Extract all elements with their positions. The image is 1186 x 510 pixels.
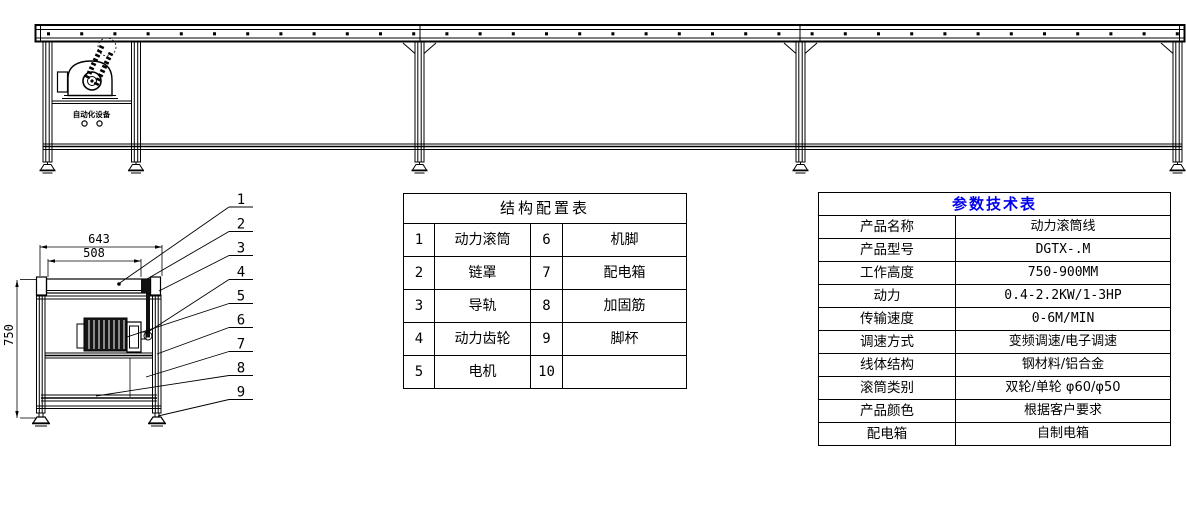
config-cell-name: 脚杯 — [610, 331, 639, 347]
table-row: 2 链罩 7 配电箱 — [404, 257, 686, 290]
config-table: 结构配置表 1 动力滚筒 6 机脚 2 链罩 7 配电箱 3 导轨 8 加固筋 … — [403, 193, 687, 389]
param-row-value: DGTX-.M — [1035, 242, 1091, 257]
roller-rail — [34, 24, 1186, 43]
config-cell-no: 10 — [531, 356, 563, 388]
brand-label: 自动化设备 — [73, 109, 111, 119]
config-cell-name: 导轨 — [435, 290, 531, 322]
table-row: 传输速度 0-6M/MIN — [819, 308, 1170, 331]
config-cell-name: 链罩 — [435, 257, 531, 289]
param-row-label: 产品名称 — [819, 216, 956, 238]
param-row-label: 传输速度 — [819, 308, 956, 330]
table-row: 线体结构 钢材料/铝合金 — [819, 354, 1170, 377]
drive-chain-band — [146, 293, 150, 338]
config-cell-no: 2 — [404, 257, 435, 289]
param-row-label: 线体结构 — [819, 354, 956, 376]
config-cell-no: 1 — [404, 224, 435, 256]
config-table-title: 结构配置表 — [404, 194, 686, 224]
callout-number: 6 — [237, 313, 245, 329]
table-row: 动力 0.4-2.2KW/1-3HP — [819, 285, 1170, 308]
lower-stretcher — [43, 143, 1182, 150]
table-row: 3 导轨 8 加固筋 — [404, 290, 686, 323]
param-row-label: 工作高度 — [819, 262, 956, 284]
gear-motor-icon — [56, 60, 118, 99]
drive-bay: 自动化设备 — [52, 37, 132, 127]
table-row: 工作高度 750-900MM — [819, 262, 1170, 285]
param-row-label: 调速方式 — [819, 331, 956, 353]
callouts: 1 2 3 4 5 6 7 8 9 — [95, 192, 253, 417]
indicator-lamp-icon — [96, 120, 103, 127]
config-cell-no: 6 — [531, 224, 563, 256]
leveling-feet — [39, 162, 1186, 174]
dim-height-label: 750 — [2, 324, 16, 346]
table-row: 滚筒类别 双轮/单轮 φ60/φ50 — [819, 377, 1170, 400]
param-row-value: 0-6M/MIN — [1031, 311, 1095, 326]
table-row: 配电箱 自制电箱 — [819, 423, 1170, 445]
table-row: 1 动力滚筒 6 机脚 — [404, 224, 686, 257]
leveling-feet-front — [31, 412, 167, 427]
chain-cover-icon — [141, 278, 150, 293]
dim-outer-width-label: 643 — [88, 232, 110, 246]
config-cell-no: 8 — [531, 290, 563, 322]
config-cell-no: 9 — [531, 323, 563, 355]
param-row-value: 变频调速/电子调速 — [1008, 334, 1118, 349]
config-cell-no: 3 — [404, 290, 435, 322]
config-cell-name: 机脚 — [610, 232, 639, 248]
param-row-label: 产品型号 — [819, 239, 956, 261]
config-cell-no: 5 — [404, 356, 435, 388]
param-row-label: 产品颜色 — [819, 400, 956, 422]
callout-number: 8 — [237, 361, 245, 377]
param-row-value: 750-900MM — [1027, 265, 1099, 280]
dim-inner-width-label: 508 — [83, 246, 105, 260]
config-cell-name: 动力齿轮 — [435, 323, 531, 355]
callout-number: 1 — [237, 192, 245, 208]
param-row-value: 0.4-2.2KW/1-3HP — [1004, 288, 1122, 303]
config-cell-name: 配电箱 — [603, 265, 646, 281]
conveyor-bed — [35, 276, 162, 296]
config-cell-name — [563, 356, 686, 388]
table-row: 产品颜色 根据客户要求 — [819, 400, 1170, 423]
callout-number: 9 — [237, 385, 245, 401]
param-table-title: 参数技术表 — [819, 193, 1170, 216]
dimensions: 643 508 750 — [2, 232, 163, 419]
param-row-label: 滚筒类别 — [819, 377, 956, 399]
param-row-value: 动力滚筒线 — [1030, 219, 1096, 234]
config-cell-no: 4 — [404, 323, 435, 355]
table-row: 调速方式 变频调速/电子调速 — [819, 331, 1170, 354]
table-row: 5 电机 10 — [404, 356, 686, 388]
config-cell-name: 加固筋 — [603, 298, 646, 314]
table-row: 产品型号 DGTX-.M — [819, 239, 1170, 262]
param-row-value: 钢材料/铝合金 — [1021, 357, 1105, 372]
config-cell-no: 7 — [531, 257, 563, 289]
callout-number: 3 — [237, 241, 245, 257]
param-row-label: 配电箱 — [819, 423, 956, 445]
motor-front-icon — [76, 293, 153, 353]
table-row: 4 动力齿轮 9 脚杯 — [404, 323, 686, 356]
conveyor-legs — [42, 41, 1183, 163]
param-row-value: 自制电箱 — [1036, 426, 1089, 441]
param-row-value: 双轮/单轮 φ60/φ50 — [1005, 380, 1121, 395]
param-row-label: 动力 — [819, 285, 956, 307]
config-cell-name: 电机 — [435, 356, 531, 388]
indicator-lamp-icon — [81, 120, 88, 127]
table-row: 产品名称 动力滚筒线 — [819, 216, 1170, 239]
param-row-value: 根据客户要求 — [1023, 403, 1102, 418]
callout-number: 7 — [237, 337, 245, 353]
callout-number: 5 — [237, 289, 245, 305]
conveyor-side-view-drawing: 自动化设备 — [34, 24, 1186, 174]
callout-number: 2 — [237, 217, 245, 233]
config-cell-name: 动力滚筒 — [435, 224, 531, 256]
conveyor-front-view-drawing: 643 508 750 1 2 3 4 5 6 — [2, 192, 253, 427]
callout-number: 4 — [237, 265, 245, 281]
frame — [36, 294, 162, 414]
param-table: 参数技术表 产品名称 动力滚筒线 产品型号 DGTX-.M 工作高度 750-9… — [818, 192, 1171, 446]
